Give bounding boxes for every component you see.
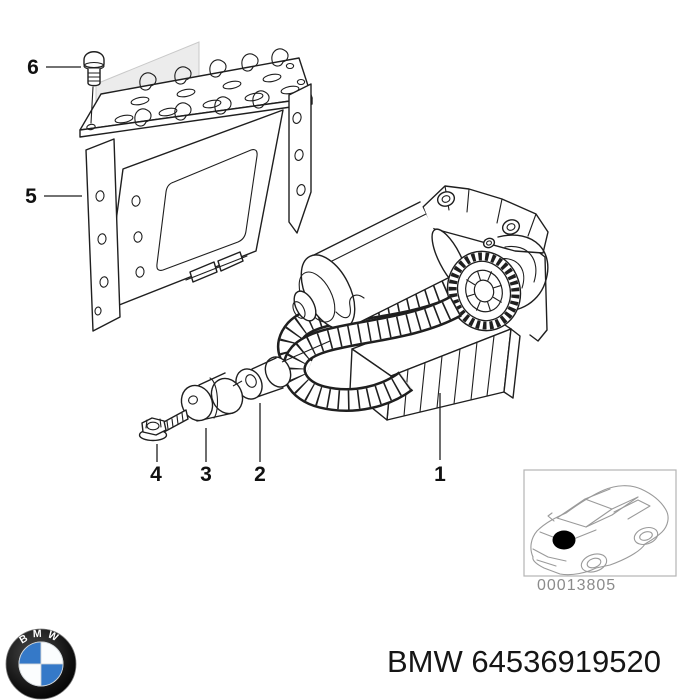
hydro-unit-drawing	[276, 185, 549, 421]
location-dot	[552, 530, 576, 550]
mount-bolts	[436, 191, 521, 249]
leader-lines	[44, 66, 441, 462]
bmw-logo: BMW	[5, 628, 77, 700]
car-location-thumbnail	[523, 469, 677, 577]
gear-drawing	[446, 250, 522, 332]
logo-quadrant-top-left	[18, 641, 42, 665]
logo-quadrant-bottom-left	[18, 663, 42, 687]
rubber-mount-drawing	[161, 372, 244, 433]
nut-drawing	[138, 417, 168, 442]
motor-drawing	[292, 201, 469, 330]
screw-drawing	[83, 51, 105, 124]
logo-quadrant-bottom-right	[40, 663, 64, 687]
part-label-4: 4	[150, 463, 162, 486]
part-number-title: BMW 64536919520	[386, 644, 662, 679]
logo-quadrant-top-right	[40, 641, 64, 665]
part-label-1: 1	[434, 463, 446, 486]
bracket-drawing	[79, 41, 313, 332]
thumbnail-code: 00013805	[537, 577, 617, 594]
part-label-6: 6	[27, 56, 39, 79]
hose-band-front	[281, 295, 462, 412]
part-label-3: 3	[200, 463, 212, 486]
part-label-2: 2	[254, 463, 266, 486]
bushing-drawing	[235, 356, 292, 400]
part-label-5: 5	[25, 185, 37, 208]
